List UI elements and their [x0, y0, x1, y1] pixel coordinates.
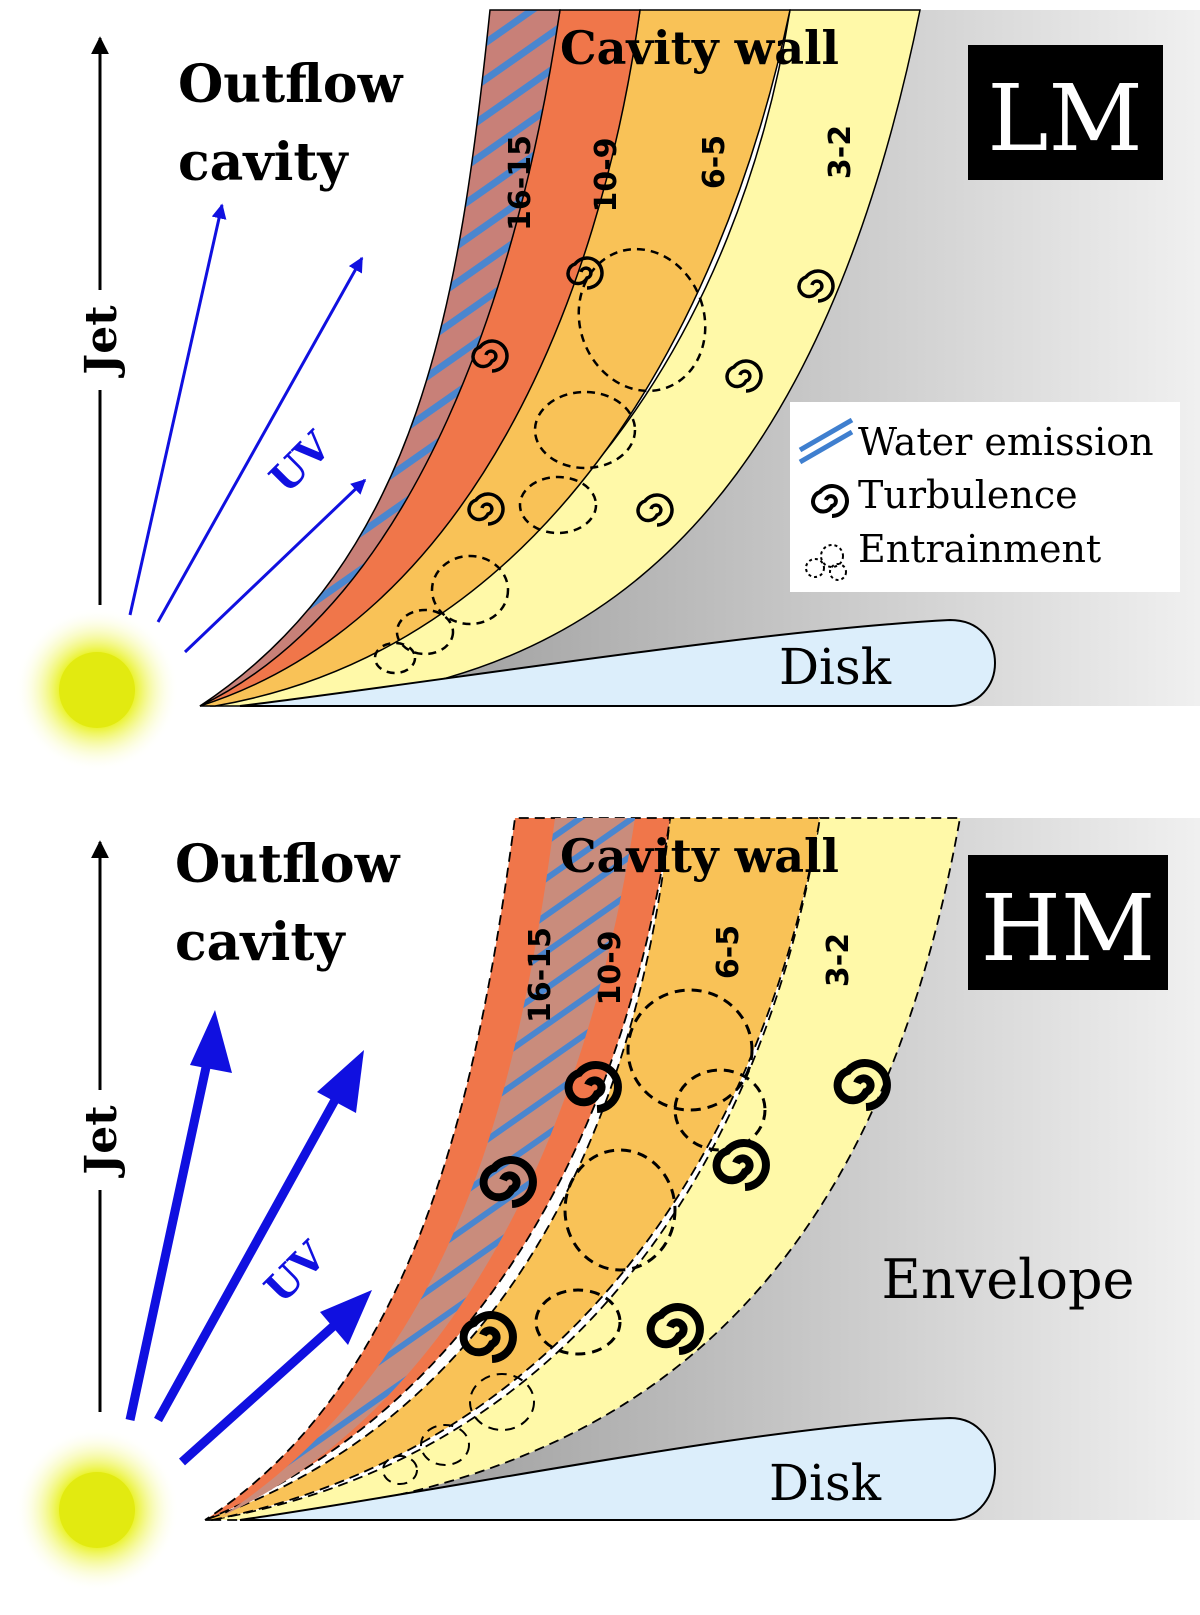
turbulence-spiral	[566, 256, 604, 290]
uv-label: UV	[256, 1232, 337, 1313]
outflow-cavity-label-line2: cavity	[175, 912, 346, 973]
jet-label: Jet	[76, 305, 127, 379]
layer-label-3-2: 3-2	[821, 933, 856, 987]
turbulence-group-lm	[467, 256, 835, 527]
entrainment-eddy	[420, 1424, 470, 1466]
uv-arrow-3	[183, 478, 367, 654]
turbulence-spiral	[459, 1311, 517, 1363]
entrainment-eddy	[430, 554, 510, 626]
disk-label: Disk	[769, 1454, 882, 1512]
turbulence-spiral	[564, 1061, 622, 1113]
turbulence-spiral	[479, 1156, 537, 1208]
jet-label: Jet	[76, 1105, 127, 1179]
entrainment-eddy	[673, 1068, 767, 1152]
entrainment-eddy	[533, 390, 637, 470]
lm-badge-label: LM	[987, 65, 1142, 172]
layer-label-10-9: 10-9	[589, 137, 624, 212]
uv-arrow-1-head	[190, 1010, 232, 1073]
legend-water-label: Water emission	[858, 420, 1154, 464]
entrainment-group-hm	[382, 988, 767, 1485]
outflow-cavity-label-line1: Outflow	[178, 54, 404, 115]
lm-badge	[968, 45, 1163, 180]
uv-arrow-2	[156, 256, 364, 623]
turbulence-spiral	[797, 269, 835, 303]
uv-arrow-3-head	[320, 1290, 372, 1345]
outflow-cavity-label-line2: cavity	[178, 132, 349, 193]
layer-label-16-15: 16-15	[503, 135, 538, 231]
legend-entrainment-label: Entrainment	[858, 527, 1101, 571]
uv-arrow-1	[125, 1057, 213, 1421]
layer-3-2	[209, 817, 962, 1521]
envelope-region	[240, 818, 1200, 1520]
panel-lm: Disk Jet UV Outflow cavity Cavity wall 1…	[15, 9, 1200, 772]
uv-arrow-3	[178, 1318, 342, 1466]
hm-badge	[968, 855, 1168, 990]
layer-label-16-15: 16-15	[523, 927, 558, 1023]
entrainment-eddy	[563, 1148, 677, 1272]
panel-hm: Disk Envelope Jet UV Outflow cavity Cavi…	[15, 817, 1200, 1592]
layer-label-3-2: 3-2	[823, 125, 858, 179]
disk	[239, 618, 996, 707]
layer-16-15-water	[222, 818, 635, 1516]
legend-box	[790, 402, 1180, 592]
disk	[239, 1416, 996, 1521]
uv-label: UV	[261, 422, 342, 503]
entrainment-legend-icon	[805, 544, 847, 581]
turbulence-group-hm	[459, 1059, 891, 1363]
uv-arrows-thick	[125, 1010, 372, 1466]
turbulence-spiral	[725, 359, 763, 393]
entrainment-eddy	[626, 988, 754, 1112]
hm-badge-label: HM	[981, 875, 1155, 982]
jet-label-bg	[70, 1090, 130, 1190]
protostar-core	[59, 652, 135, 728]
layer-label-10-9: 10-9	[593, 930, 628, 1005]
jet-label-bg	[70, 290, 130, 390]
outflow-cavity-label-line1: Outflow	[175, 834, 401, 895]
entrainment-eddy	[534, 1288, 622, 1356]
turbulence-spiral	[833, 1059, 891, 1111]
uv-arrow-2-head	[317, 1050, 364, 1113]
entrainment-eddy	[469, 1373, 535, 1431]
entrainment-eddy	[518, 475, 598, 535]
cavity-wall-label: Cavity wall	[560, 829, 839, 883]
entrainment-eddy	[382, 1455, 418, 1485]
turbulence-spiral	[646, 1303, 704, 1355]
entrainment-eddy	[395, 608, 455, 656]
uv-arrow-1	[128, 203, 227, 616]
disk-label: Disk	[779, 638, 892, 696]
layer-label-6-5: 6-5	[697, 135, 732, 189]
turbulence-spiral	[471, 339, 509, 373]
turbulence-spiral	[467, 492, 505, 526]
turbulence-spiral	[636, 493, 674, 527]
entrainment-group-lm	[373, 247, 707, 675]
legend: Water emission Turbulence Entrainment	[790, 402, 1180, 592]
water-emission-legend-icon	[798, 417, 854, 465]
entrainment-eddy	[577, 247, 707, 393]
cavity-wall-label: Cavity wall	[560, 21, 839, 75]
legend-turbulence-label: Turbulence	[858, 473, 1078, 517]
layer-16-15-water	[199, 9, 561, 707]
entrainment-eddy	[373, 641, 417, 675]
envelope-label: Envelope	[882, 1248, 1135, 1311]
protostar-core	[59, 1472, 135, 1548]
layer-label-6-5: 6-5	[711, 925, 746, 979]
uv-arrow-2	[154, 1097, 339, 1423]
turbulence-spiral	[712, 1139, 770, 1191]
turbulence-legend-icon	[811, 484, 849, 518]
